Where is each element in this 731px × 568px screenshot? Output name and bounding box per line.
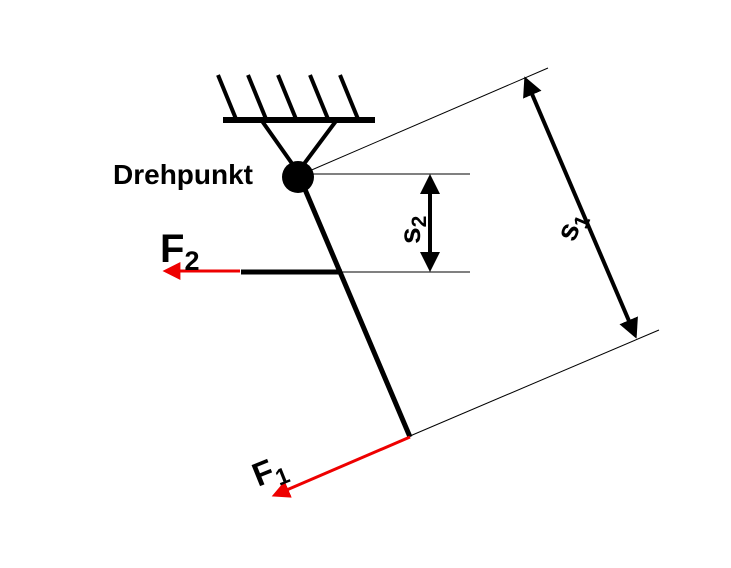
extension-line-s1-bottom <box>409 329 660 437</box>
force-arrow-f1 <box>271 435 411 498</box>
extension-lines <box>299 67 660 437</box>
s2-label: s2 <box>394 216 431 244</box>
s1-label: s1 <box>550 206 595 247</box>
s2-label-main: s <box>394 227 427 244</box>
f2-label: F2 <box>160 227 199 276</box>
hatch-line <box>246 74 268 120</box>
svg-text:s2: s2 <box>394 216 431 244</box>
s2-label-sub: 2 <box>408 216 431 228</box>
f2-label-sub: 2 <box>184 246 199 276</box>
hatch-line <box>308 74 330 120</box>
hatch-line <box>216 74 238 120</box>
pivot-label: Drehpunkt <box>113 159 253 190</box>
dimension-arrow-s1 <box>523 76 638 339</box>
extension-line-s1-top <box>299 67 549 176</box>
hatch-line <box>338 74 360 120</box>
f2-label-main: F <box>160 227 184 271</box>
ceiling-support <box>216 74 375 176</box>
lever-arm <box>298 179 413 438</box>
hatch-line <box>276 74 298 120</box>
svg-text:s1: s1 <box>550 206 595 247</box>
pivot-circle <box>282 161 314 193</box>
